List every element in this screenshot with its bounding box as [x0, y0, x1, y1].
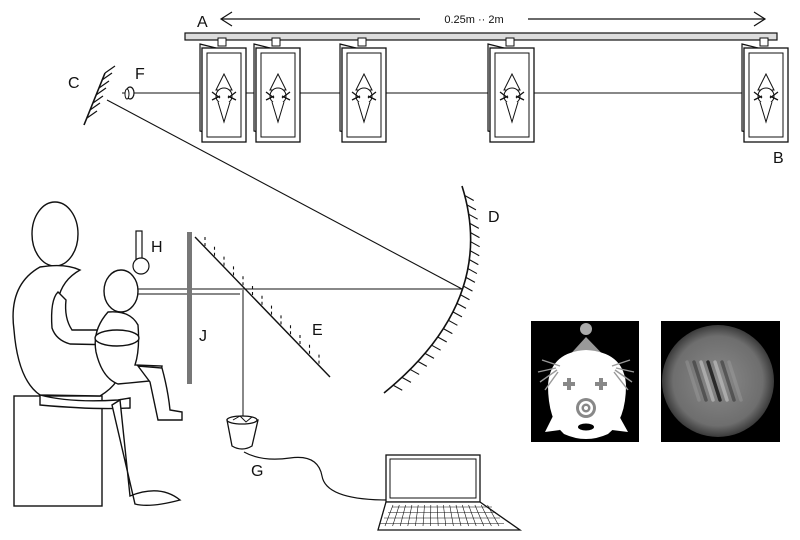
child-figure [94, 269, 183, 421]
clown-card-icon [253, 37, 301, 143]
label-g: G [251, 463, 263, 480]
stimulus-rail [184, 32, 778, 41]
stimulus-card-group [199, 37, 789, 143]
beam-splitter-e [194, 236, 331, 378]
label-j: J [199, 328, 207, 345]
occluder-screen-j [187, 232, 192, 384]
seat-box [13, 395, 103, 507]
label-e: E [312, 322, 323, 339]
laptop-icon [377, 454, 523, 531]
clown-stimulus-icon [531, 321, 639, 442]
label-b: B [773, 150, 784, 167]
clown-card-icon [339, 37, 387, 143]
lens-f [124, 86, 135, 100]
lamp-icon [132, 230, 150, 275]
label-h: H [151, 239, 163, 256]
label-a: A [197, 14, 208, 31]
clown-card-icon [199, 37, 247, 143]
clown-card-icon [487, 37, 535, 143]
gabor-grating-stimulus-icon [661, 321, 780, 442]
mirror-c [83, 65, 116, 126]
ray-to-mirror-d [106, 99, 463, 290]
label-c: C [68, 75, 80, 92]
eye-tracker-icon [226, 415, 389, 501]
label-f: F [135, 66, 145, 83]
curved-mirror-d [383, 185, 480, 394]
distance-range-label: 0.25m ·· 2m [444, 14, 503, 26]
clown-card-icon [741, 37, 789, 143]
label-d: D [488, 209, 500, 226]
distance-arrow: 0.25m ·· 2m [219, 11, 767, 27]
